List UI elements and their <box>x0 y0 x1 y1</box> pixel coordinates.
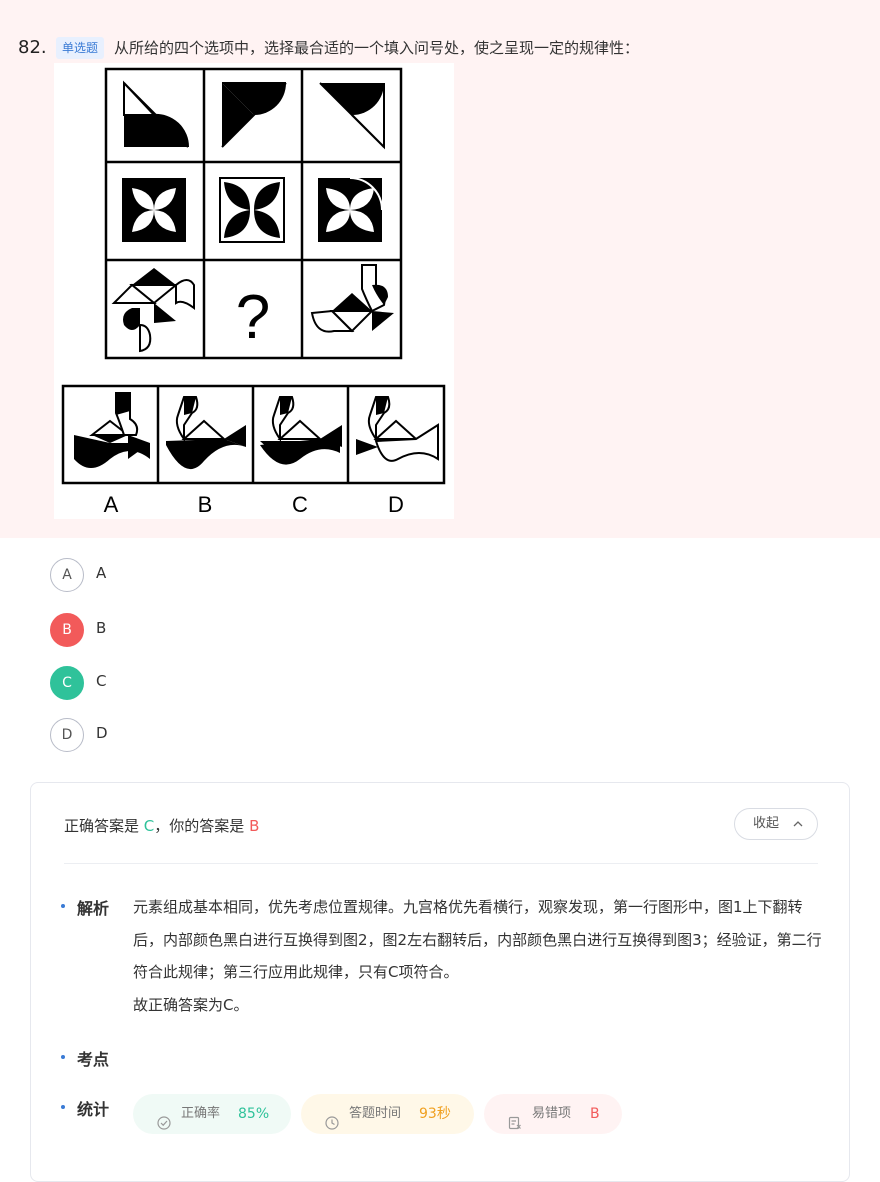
accuracy-value: 85% <box>238 1106 270 1122</box>
error-prone-pill: 易错项 B <box>484 1094 622 1134</box>
cell-r1c3 <box>319 82 385 150</box>
divider <box>64 863 818 864</box>
check-circle-icon <box>157 1107 171 1130</box>
cell-r1c1 <box>123 80 190 148</box>
chevron-up-icon <box>793 809 803 851</box>
option-figure-b <box>166 396 246 470</box>
question-area: 82. 单选题 从所给的四个选项中，选择最合适的一个填入问号处，使之呈现一定的规… <box>0 0 880 538</box>
cell-r3c1 <box>111 268 195 353</box>
option-b-label: B <box>96 619 107 637</box>
accuracy-label: 正确率 <box>181 1106 221 1121</box>
option-d-circle[interactable]: D <box>50 718 84 752</box>
answer-card: 正确答案是 C，你的答案是 B 收起 解析 元素组成基本相同，优先考虑位置规律。… <box>30 782 850 1182</box>
option-c-label: C <box>96 672 107 690</box>
question-type-badge: 单选题 <box>56 37 105 59</box>
analysis-paragraph: 元素组成基本相同，优先考虑位置规律。九宫格优先看横行，观察发现，第一行图形中，图… <box>133 898 822 981</box>
error-label: 易错项 <box>532 1106 572 1121</box>
time-label: 答题时间 <box>349 1106 402 1121</box>
option-c-circle[interactable]: C <box>50 666 84 700</box>
question-mark: ? <box>236 283 270 352</box>
option-c[interactable]: C C <box>50 666 250 700</box>
clock-icon <box>325 1107 339 1130</box>
option-a-label: A <box>96 564 107 582</box>
time-value: 93秒 <box>419 1106 451 1122</box>
bullet-dot <box>61 1105 65 1109</box>
question-number: 82. <box>18 37 47 58</box>
options-grid <box>61 384 446 485</box>
bullet-dot <box>61 1055 65 1059</box>
cell-r2c1 <box>122 178 186 242</box>
collapse-button[interactable]: 收起 <box>734 808 818 840</box>
puzzle-grid <box>104 67 403 360</box>
option-d[interactable]: D D <box>50 718 250 752</box>
answer-separator: ， <box>154 817 170 835</box>
option-b[interactable]: B B <box>50 613 250 647</box>
option-a[interactable]: A A <box>50 558 250 592</box>
analysis-title: 解析 <box>77 899 110 918</box>
analysis-conclusion: 故正确答案为C。 <box>133 995 249 1014</box>
figure-letter-b: B <box>198 492 213 517</box>
cell-r1c2 <box>221 82 287 148</box>
collapse-label: 收起 <box>753 816 780 831</box>
bullet-dot <box>61 904 65 908</box>
time-pill: 答题时间 93秒 <box>301 1094 474 1134</box>
cell-r3c3 <box>310 264 394 333</box>
analysis-text: 元素组成基本相同，优先考虑位置规律。九宫格优先看横行，观察发现，第一行图形中，图… <box>133 891 823 1021</box>
figure-letter-d: D <box>388 492 404 517</box>
option-figure-a <box>74 392 150 468</box>
figure-letter-a: A <box>104 492 119 517</box>
correct-answer-prefix: 正确答案是 <box>64 817 140 835</box>
question-text: 从所给的四个选项中，选择最合适的一个填入问号处，使之呈现一定的规律性： <box>114 39 640 57</box>
option-b-circle[interactable]: B <box>50 613 84 647</box>
error-value: B <box>590 1106 600 1122</box>
option-d-label: D <box>96 724 108 742</box>
correct-answer-value: C <box>143 817 155 835</box>
keypoint-title: 考点 <box>77 1050 110 1069</box>
accuracy-pill: 正确率 85% <box>133 1094 291 1134</box>
cell-r2c3 <box>318 177 383 242</box>
option-figure-d <box>356 396 439 462</box>
your-answer-value: B <box>249 817 260 835</box>
cell-r2c2 <box>219 177 285 243</box>
your-answer-prefix: 你的答案是 <box>169 817 245 835</box>
stats-title: 统计 <box>77 1100 110 1119</box>
option-figure-c <box>260 396 342 465</box>
question-figure: ? <box>54 63 454 519</box>
figure-letter-c: C <box>292 492 308 517</box>
option-a-circle[interactable]: A <box>50 558 84 592</box>
answer-summary: 正确答案是 C，你的答案是 B <box>64 815 259 836</box>
error-list-icon <box>508 1107 522 1130</box>
